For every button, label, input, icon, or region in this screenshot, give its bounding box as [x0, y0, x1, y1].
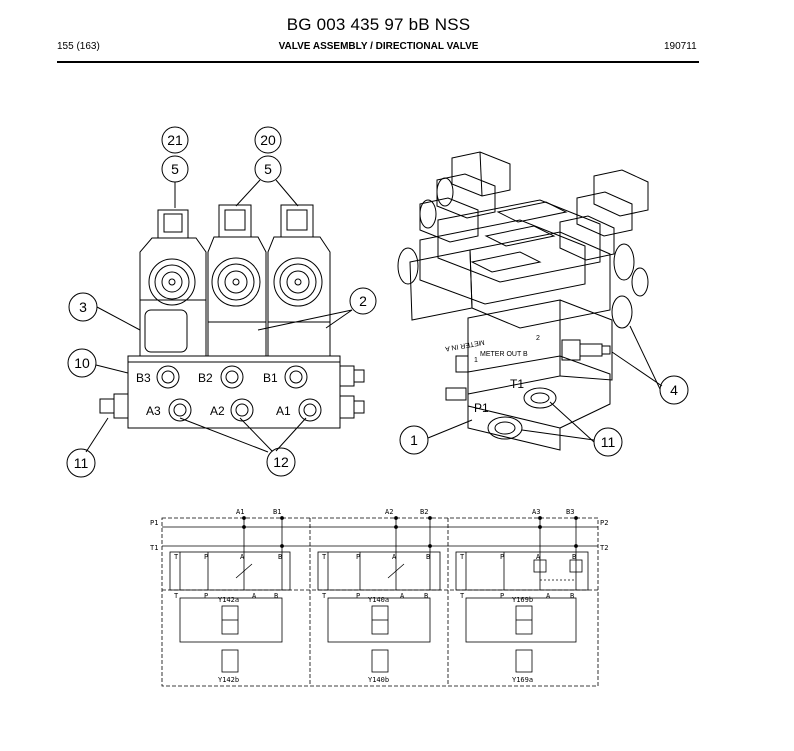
schem-s1-sol-bot: Y142b — [218, 676, 239, 684]
schem-s2-sol-top: Y140a — [368, 596, 389, 604]
schem-s1-p: P — [204, 553, 208, 561]
schem-s1-a-low: A — [252, 592, 257, 600]
schem-s3-aa: A — [536, 553, 541, 561]
document-id: BG 003 435 97 bB NSS — [286, 15, 471, 34]
schem-s1-sol-top: Y142a — [218, 596, 239, 604]
port-label-b1: B1 — [263, 371, 278, 385]
iso-view-leaders — [427, 325, 663, 443]
schem-s1-b-low: B — [274, 592, 278, 600]
schem-s3-t-low: T — [460, 592, 465, 600]
num-1-label: 1 — [474, 357, 478, 364]
schem-s1-a: A1 — [236, 508, 244, 516]
date-code: 190711 — [664, 41, 697, 52]
page-number: 155 (163) — [57, 41, 100, 52]
schem-s3-bb: B — [572, 553, 576, 561]
schem-s3-p: P — [500, 553, 504, 561]
port-label-a3: A3 — [146, 404, 161, 418]
balloon-10: 10 — [74, 355, 90, 371]
balloon-20: 20 — [260, 132, 276, 148]
port-label-a1: A1 — [276, 404, 291, 418]
schem-s2-t: T — [322, 553, 327, 561]
schem-s3-t: T — [460, 553, 465, 561]
header-rule — [57, 61, 699, 63]
schem-s3-a-low: A — [546, 592, 551, 600]
balloon-12: 12 — [273, 454, 289, 470]
page-title: VALVE ASSEMBLY / DIRECTIONAL VALVE — [278, 41, 479, 52]
schem-s3-b: B3 — [566, 508, 574, 516]
schem-s1-t-low: T — [174, 592, 179, 600]
balloon-11-right: 11 — [601, 434, 616, 450]
schem-s1-aa: A — [240, 553, 245, 561]
iso-view-balloons — [399, 375, 689, 457]
num-2-label: 2 — [536, 335, 540, 342]
port-label-t1: T1 — [510, 377, 524, 391]
schem-s2-b-low: B — [424, 592, 428, 600]
schem-s1-p-low: P — [204, 592, 208, 600]
balloon-1: 1 — [410, 432, 418, 448]
schem-s2-bb: B — [426, 553, 430, 561]
port-label-b3: B3 — [136, 371, 151, 385]
schem-s3-a: A3 — [532, 508, 540, 516]
schem-p1: P1 — [150, 519, 158, 527]
port-label-b2: B2 — [198, 371, 213, 385]
schem-s2-a-low: A — [400, 592, 405, 600]
front-view-balloons — [66, 126, 377, 478]
schem-s2-p: P — [356, 553, 360, 561]
isometric-valve — [397, 151, 649, 451]
balloon-5-left: 5 — [171, 161, 179, 177]
meter-out-label: METER OUT B — [480, 351, 528, 358]
schem-s3-p-low: P — [500, 592, 504, 600]
balloon-5-right: 5 — [264, 161, 272, 177]
balloon-4: 4 — [670, 382, 678, 398]
balloon-2: 2 — [359, 293, 367, 309]
schem-s2-p-low: P — [356, 592, 360, 600]
schem-t2: T2 — [600, 544, 608, 552]
schem-s2-b: B2 — [420, 508, 428, 516]
meter-in-label: METER IN A — [444, 338, 485, 352]
schem-s2-sol-bot: Y140b — [368, 676, 389, 684]
port-label-p1: P1 — [474, 401, 489, 415]
balloon-11-left: 11 — [74, 455, 89, 471]
schem-t1: T1 — [150, 544, 158, 552]
balloon-3: 3 — [79, 299, 87, 315]
balloon-21: 21 — [167, 132, 183, 148]
schem-s2-t-low: T — [322, 592, 327, 600]
front-view-leaders — [85, 179, 353, 453]
schem-s1-b: B1 — [273, 508, 281, 516]
schem-s3-sol-top: Y169b — [512, 596, 533, 604]
schem-s2-a: A2 — [385, 508, 393, 516]
schem-s3-b-low: B — [570, 592, 574, 600]
schem-s1-bb: B — [278, 553, 282, 561]
schem-p2: P2 — [600, 519, 608, 527]
port-label-a2: A2 — [210, 404, 225, 418]
schem-s3-sol-bot: Y169a — [512, 676, 533, 684]
hydraulic-schematic — [161, 516, 599, 687]
schem-s2-aa: A — [392, 553, 397, 561]
schem-s1-t: T — [174, 553, 179, 561]
front-view-valve — [99, 204, 365, 429]
